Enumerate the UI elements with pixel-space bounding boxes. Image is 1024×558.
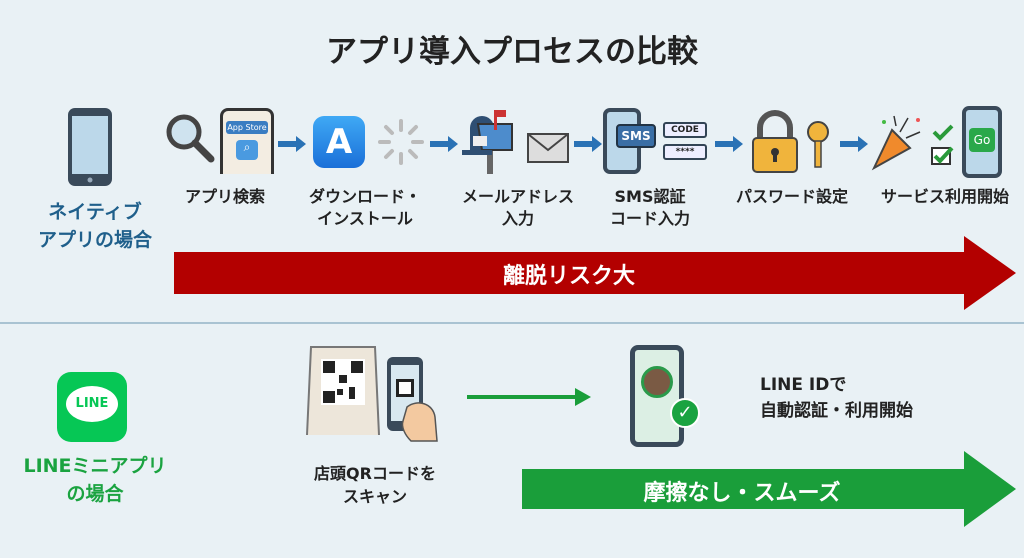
scan-label: 店頭QRコードを スキャン — [314, 464, 436, 506]
step-label: SMS認証コード入力 — [609, 187, 690, 228]
step-label: アプリ検索 — [184, 187, 265, 206]
step-arrow-icon — [574, 136, 602, 152]
masked-code-bubble: **** — [663, 144, 707, 160]
native-label-line1: ネイティブ — [48, 201, 142, 223]
step-arrow-icon — [278, 136, 306, 152]
flow-arrow — [467, 388, 591, 406]
app-store-icon: A — [313, 116, 365, 168]
magnifier-icon — [166, 114, 215, 163]
smooth-arrow — [522, 451, 1016, 527]
go-button-icon: Go — [969, 128, 995, 152]
page-title: アプリ導入プロセスの比較 — [326, 34, 698, 70]
party-popper-checks-icon — [871, 115, 954, 171]
mailbox-icon — [462, 110, 513, 174]
check-circle-icon: ✓ — [670, 398, 700, 428]
step-label: メールアドレス入力 — [461, 187, 574, 228]
smartphone-icon — [68, 108, 112, 186]
code-bubble: CODE — [663, 122, 707, 138]
step-arrow-icon — [715, 136, 743, 152]
step-label: ダウンロード・インストール — [308, 187, 421, 228]
line-logo: LINE — [57, 372, 127, 442]
search-icon: ⌕ — [236, 140, 258, 160]
loading-spinner-icon — [378, 119, 424, 165]
envelope-icon — [527, 133, 569, 163]
line-mini-app-label: LINEミニアプリ の場合 — [23, 455, 167, 505]
native-label-line2: アプリの場合 — [37, 229, 152, 251]
smooth-arrow-label: 摩擦なし・スムーズ — [643, 481, 841, 506]
native-app-label: ネイティブ アプリの場合 — [30, 198, 160, 254]
padlock-key-icon — [752, 110, 829, 173]
service-phone-icon: Go — [962, 106, 1002, 178]
app-store-phone-icon: App Store ⌕ — [220, 108, 274, 174]
line-auth-phone-icon — [630, 345, 684, 447]
step-label: パスワード設定 — [735, 187, 848, 206]
section-divider — [0, 322, 1024, 324]
step-label: サービス利用開始 — [880, 187, 1009, 206]
sms-bubble: SMS — [616, 124, 656, 148]
step-arrow-icon — [430, 136, 458, 152]
risk-arrow — [174, 236, 1016, 310]
app-store-text: App Store — [226, 121, 268, 134]
risk-arrow-label: 離脱リスク大 — [502, 264, 635, 289]
qr-stand-phone-hand-icon — [306, 346, 438, 442]
user-avatar — [641, 366, 673, 398]
auth-label: LINE IDで 自動認証・利用開始 — [760, 375, 913, 421]
step-arrow-icon — [840, 136, 868, 152]
